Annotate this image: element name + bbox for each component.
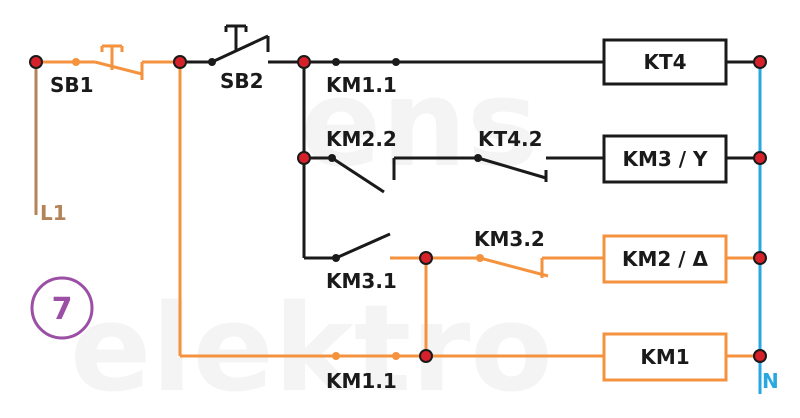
km1-1-bottom-label: KM1.1 [326,369,397,393]
coil-km2-label: KM2 / Δ [622,247,709,271]
coil-km2: KM2 / Δ [602,234,728,284]
terminal-n-km2 [753,251,767,265]
km1-1-bottom-dot-b [392,352,400,360]
terminal-bus-top [297,55,311,69]
km3-2-label: KM3.2 [474,227,545,251]
watermark-top: ens [300,55,538,194]
watermark-bottom: elektro [70,280,553,418]
terminal-n-km1 [753,349,767,363]
coil-kt4-label: KT4 [643,50,686,74]
coil-km3: KM3 / Y [602,134,728,184]
coil-km3-label: KM3 / Y [622,147,708,171]
km3-branch-wire [304,156,760,194]
km1-1-top-dot-a [332,58,340,66]
km3-1-contact-dot [332,254,340,262]
terminal-bus-km2 [297,151,311,165]
km2-2-label: KM2.2 [326,127,397,151]
sb2-label: SB2 [220,69,264,93]
sb1-contact-dot [72,58,80,66]
coil-kt4: KT4 [602,38,728,86]
km1-1-bottom-dot-a [332,352,340,360]
sb1-stop-button [36,44,180,80]
coil-km1-label: KM1 [640,345,689,369]
terminals [29,55,767,363]
km1-1-top-dot-b [392,58,400,66]
sb2-start-button [180,24,304,64]
phase-label: L1 [40,201,67,225]
step-badge: 7 [30,276,94,340]
kt4-2-contact-dot [474,154,482,162]
km1-1-top-label: KM1.1 [326,73,397,97]
terminal-km3-1-out [419,251,433,265]
terminal-sb1-out [173,55,187,69]
km3-2-contact-dot [476,254,484,262]
km2-2-contact-dot [328,154,336,162]
terminal-km1-bottom [419,349,433,363]
terminal-l1 [29,55,43,69]
sb1-label: SB1 [50,73,94,97]
terminal-n-km3 [753,151,767,165]
kt4-2-label: KT4.2 [478,127,543,151]
coil-km1: KM1 [602,332,728,382]
neutral-label: N [762,369,779,393]
km3-1-branch-wire [304,232,391,260]
step-number: 7 [52,292,73,327]
sb2-contact-dot [208,58,216,66]
terminal-n-kt4 [753,55,767,69]
km3-1-label: KM3.1 [326,269,397,293]
